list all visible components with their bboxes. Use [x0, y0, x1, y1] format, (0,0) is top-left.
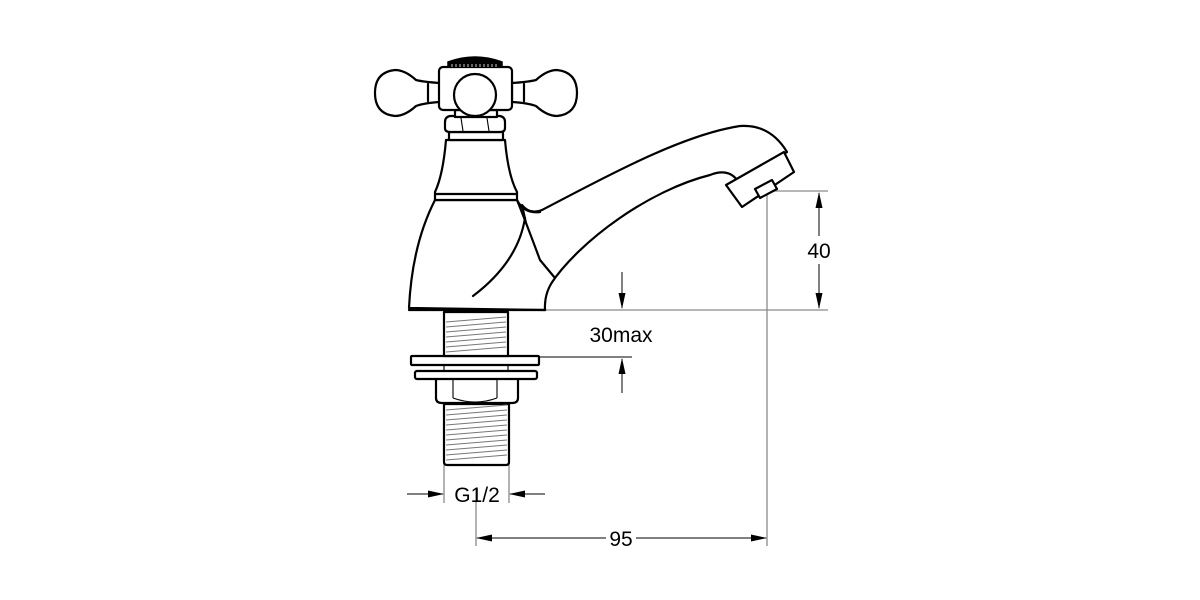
dimension-label-40: 40 [807, 240, 830, 263]
dimension-label-30max: 30max [589, 324, 653, 347]
dimension-label-95: 95 [609, 528, 632, 551]
dimension-spout-reach: 95 [476, 528, 767, 551]
aerator [724, 150, 796, 209]
threaded-tail [442, 402, 511, 467]
spout [520, 124, 789, 312]
tap-body [407, 198, 557, 312]
dimension-spout-height: 40 [807, 192, 831, 309]
hex-back-nut [434, 376, 520, 405]
upper-washer [409, 354, 541, 367]
cross-head-handle [373, 56, 579, 118]
threaded-shank [442, 310, 510, 358]
dimension-thread-size: G1/2 [407, 484, 545, 507]
shroud [433, 138, 519, 202]
knurled-cap [447, 56, 503, 68]
lower-washer [413, 369, 539, 381]
dimension-extension-lines [443, 190, 828, 546]
dimension-label-g12: G1/2 [454, 484, 500, 507]
dimension-max-deck-thickness: 30max [589, 272, 653, 393]
